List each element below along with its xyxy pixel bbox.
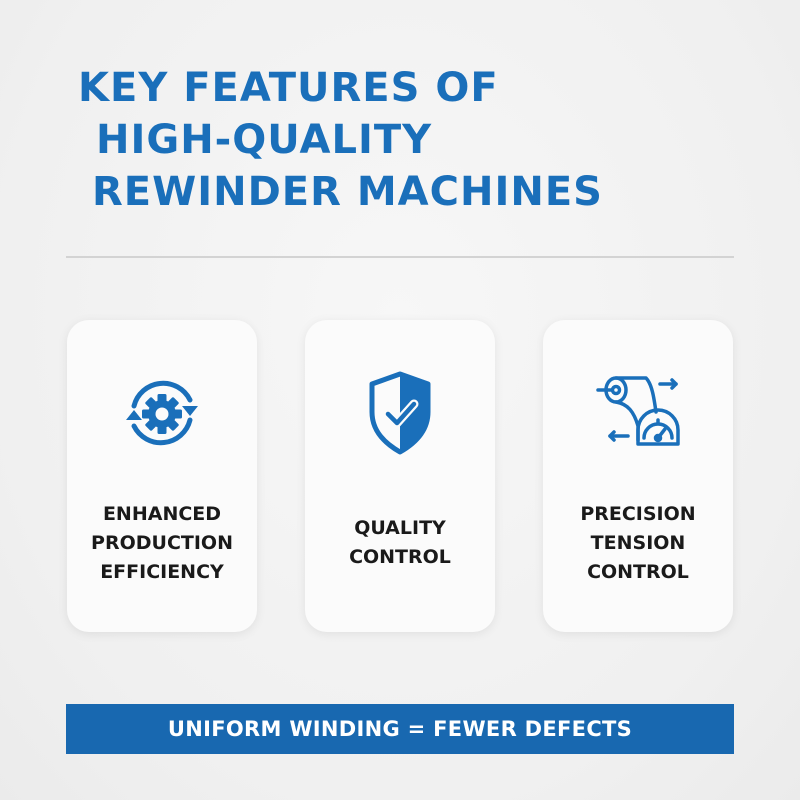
feature-card-quality-control: QUALITY CONTROL (305, 320, 495, 632)
feature-label: QUALITY CONTROL (349, 517, 451, 568)
title-line-2: HIGH-QUALITY (96, 117, 433, 163)
shield-check-icon (369, 371, 431, 455)
banner-text: UNIFORM WINDING = FEWER DEFECTS (167, 717, 633, 741)
title-line-1: KEY FEATURES OF (78, 65, 499, 111)
feature-label: PRECISION TENSION CONTROL (580, 503, 696, 583)
roll-tension-gauge-icon (596, 376, 680, 446)
feature-card-production-efficiency: ENHANCED PRODUCTION EFFICIENCY (67, 320, 257, 632)
gear-cycle-icon (126, 380, 198, 446)
page-title: KEY FEATURES OF HIGH-QUALITY REWINDER MA… (78, 62, 603, 218)
feature-card-tension-control: PRECISION TENSION CONTROL (543, 320, 733, 632)
feature-label: ENHANCED PRODUCTION EFFICIENCY (91, 503, 233, 583)
bottom-banner: UNIFORM WINDING = FEWER DEFECTS (66, 704, 734, 754)
divider (66, 256, 734, 258)
title-line-3: REWINDER MACHINES (92, 169, 603, 215)
